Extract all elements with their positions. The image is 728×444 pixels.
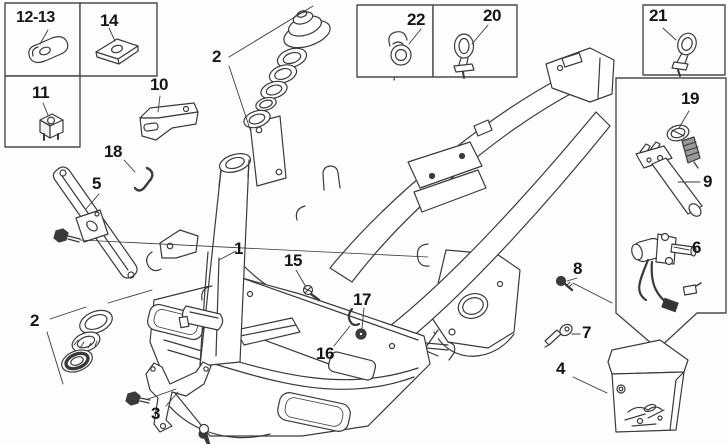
bracket-part-3 (125, 361, 212, 444)
stand-bracket-part-5 (52, 166, 429, 279)
bolt-part-3a (125, 391, 141, 406)
callout-2-top: 2 (212, 47, 222, 66)
box-right-group (615, 77, 727, 350)
key-part-7 (544, 323, 573, 348)
leader-lines (39, 5, 701, 407)
callout-7: 7 (582, 323, 592, 342)
bolt-part-15 (302, 284, 321, 302)
clip-part-16 (347, 307, 361, 327)
clamp-part-21 (671, 32, 697, 77)
clip-part-18 (133, 166, 154, 192)
callout-5: 5 (92, 174, 102, 193)
group-boxes (4, 2, 727, 350)
callout-12-13: 12-13 (16, 9, 55, 26)
callout-18: 18 (104, 142, 123, 161)
callout-6: 6 (692, 238, 702, 257)
callout-2-bottom: 2 (30, 311, 40, 330)
clip-part-12-13 (28, 36, 69, 64)
clamp-part-20 (453, 33, 475, 79)
callout-21: 21 (649, 6, 668, 25)
callout-1: 1 (234, 239, 244, 258)
bracket-part-10 (139, 102, 199, 141)
callout-22: 22 (407, 10, 426, 29)
callout-15: 15 (284, 251, 303, 270)
callout-9: 9 (703, 172, 713, 191)
lock-switch-part-6 (631, 232, 702, 313)
callout-19: 19 (681, 89, 700, 108)
clamp-part-22 (388, 31, 412, 66)
callout-16: 16 (316, 344, 335, 363)
callout-4: 4 (556, 359, 566, 378)
callout-17: 17 (353, 290, 372, 309)
kit-bag-part-4 (607, 339, 689, 433)
screw-part-8 (555, 275, 574, 292)
bolt-part-3b (198, 423, 210, 435)
callout-11: 11 (32, 83, 50, 102)
callout-8: 8 (573, 259, 583, 278)
callout-14: 14 (100, 11, 119, 30)
bracket-tube-part-9 (635, 141, 703, 217)
clip-nut-part-14 (95, 38, 139, 65)
callout-20: 20 (483, 6, 502, 25)
nut-part-17 (355, 328, 367, 340)
bearing-stack-part-2-top (243, 10, 331, 129)
bearing-rings-part-2-bottom (61, 309, 113, 373)
plug-screw-part-19 (666, 124, 701, 169)
bolt-part-5 (53, 228, 69, 243)
callout-10: 10 (150, 75, 169, 94)
frame-part-1 (146, 47, 615, 444)
callout-3: 3 (151, 404, 161, 423)
box-11 (4, 75, 81, 148)
square-nut-part-11 (39, 113, 64, 141)
